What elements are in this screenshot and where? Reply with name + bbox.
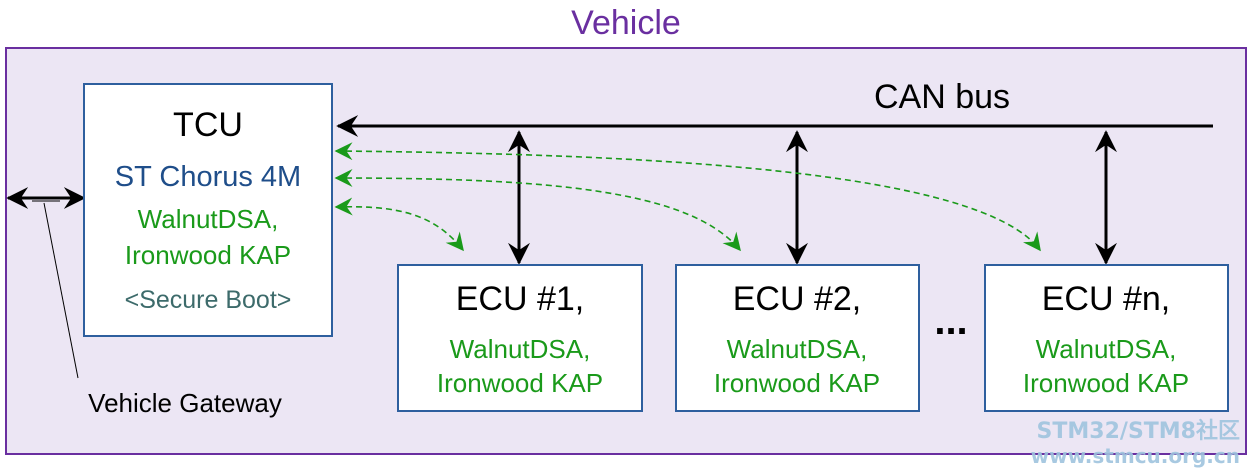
ecu-algo-line-1: WalnutDSA,	[1036, 334, 1177, 364]
ecu-algo-line-2: Ironwood KAP	[1023, 368, 1189, 398]
gateway-label: Vehicle Gateway	[88, 388, 282, 418]
ecu-algo-line-1: WalnutDSA,	[450, 334, 591, 364]
vehicle-label: Vehicle	[571, 4, 681, 42]
ecu-box-n: ECU #n, WalnutDSA, Ironwood KAP	[984, 264, 1229, 412]
secure-link-ecu-n	[334, 142, 1041, 252]
ecu-algo-line-2: Ironwood KAP	[714, 368, 880, 398]
ecu-box-1: ECU #1, WalnutDSA, Ironwood KAP	[397, 264, 643, 412]
ecu-ellipsis: ...	[934, 299, 967, 343]
tcu-algo-line-1: WalnutDSA,	[138, 204, 279, 234]
watermark-line-2: www.stmcu.org.cn	[1031, 444, 1240, 468]
tcu-algo-line-2: Ironwood KAP	[125, 240, 291, 270]
tcu-title: TCU	[173, 106, 243, 144]
ecu-algo-line-1: WalnutDSA,	[727, 334, 868, 364]
ecu-algo-line-2: Ironwood KAP	[437, 368, 603, 398]
tcu-box: TCU ST Chorus 4M WalnutDSA, Ironwood KAP…	[83, 83, 333, 337]
ecu-box-2: ECU #2, WalnutDSA, Ironwood KAP	[675, 264, 920, 412]
ecu-title: ECU #2,	[733, 280, 862, 318]
tcu-chip: ST Chorus 4M	[115, 161, 301, 193]
gateway-leader-line	[43, 202, 79, 379]
can-bus-label: CAN bus	[874, 78, 1010, 116]
ecu-title: ECU #1,	[456, 280, 585, 318]
watermark-line-1: STM32/STM8社区	[1037, 418, 1240, 444]
tcu-secure-boot: <Secure Boot>	[125, 286, 292, 314]
ecu-title: ECU #n,	[1042, 280, 1171, 318]
